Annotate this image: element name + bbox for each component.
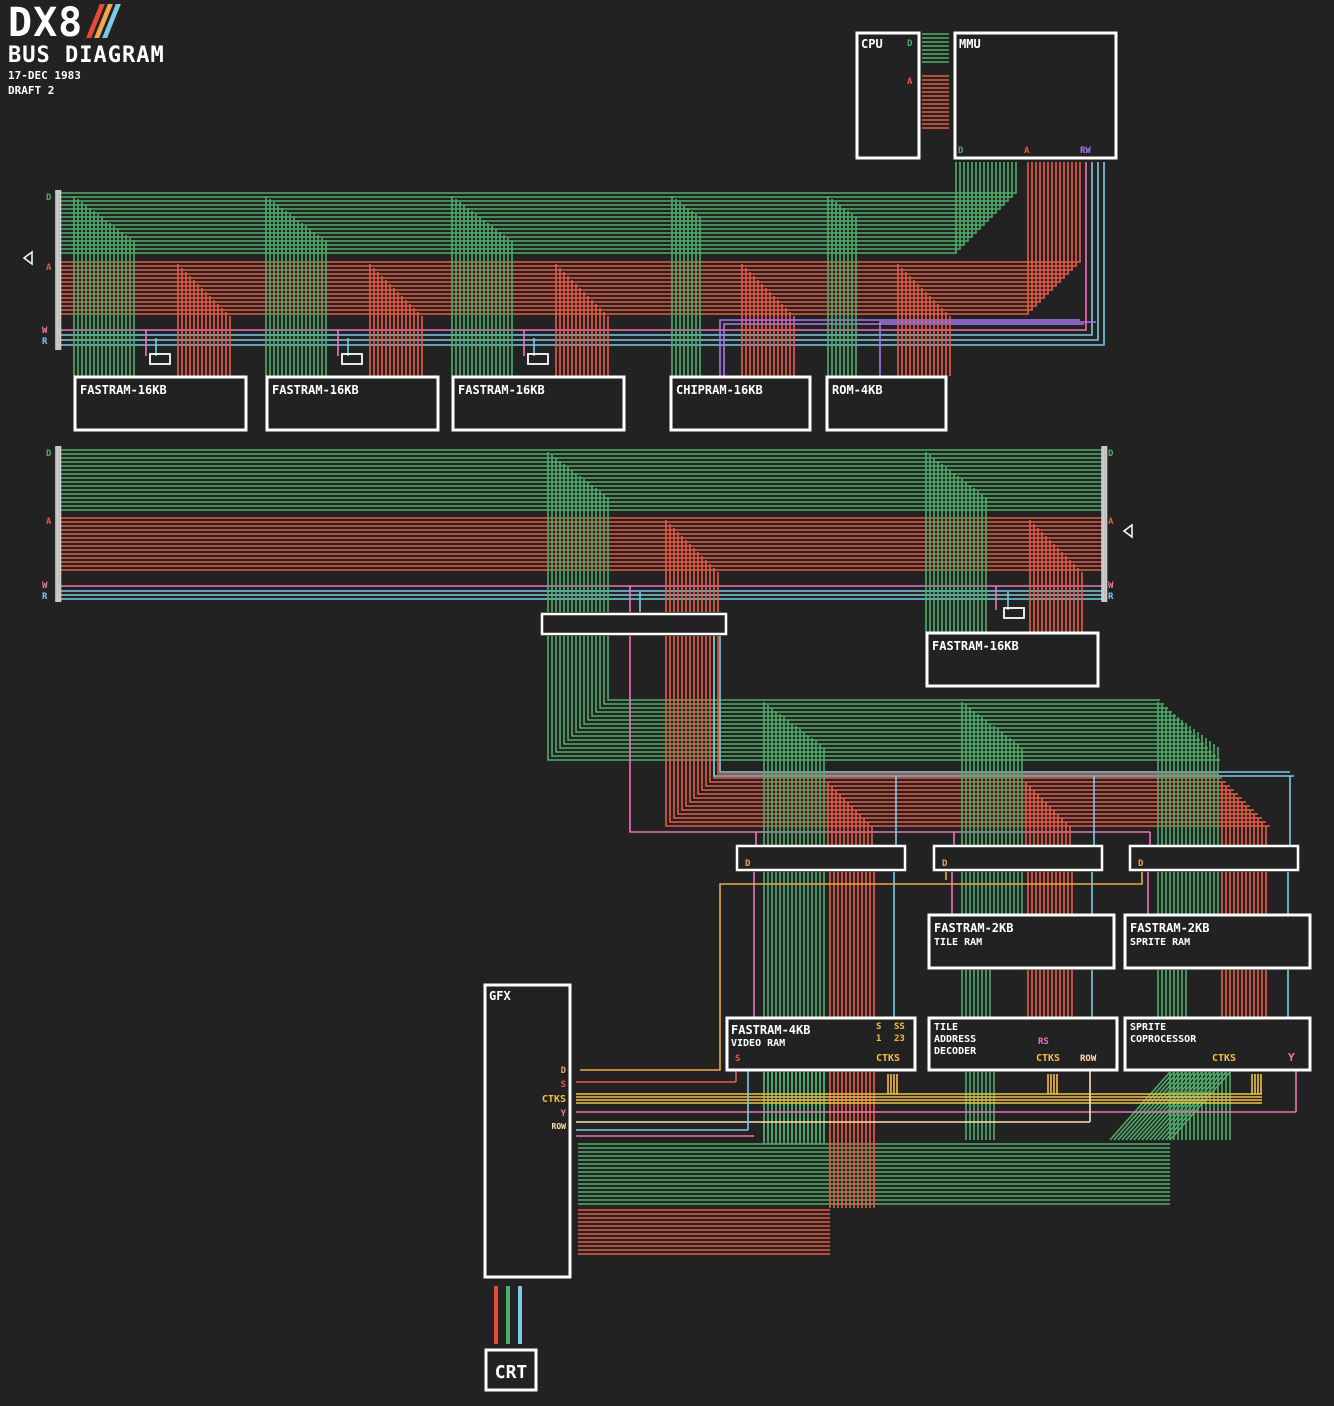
sprite-cop-pin-ctks: CTKS (1212, 1053, 1236, 1064)
buffer-chip-icon (528, 354, 548, 364)
fastram-1-label: FASTRAM-16KB (80, 383, 167, 397)
address-bus-line (58, 162, 1036, 306)
bus-label-address: A (46, 517, 52, 527)
gfx-label: GFX (489, 989, 511, 1003)
sprite-cop-line2: COPROCESSOR (1130, 1034, 1197, 1045)
video-ram-pin-s: S (735, 1054, 740, 1064)
video-ram-pin-23: 23 (894, 1034, 905, 1044)
bus-mux-box (1130, 846, 1298, 870)
green-signal-line (506, 1286, 510, 1344)
address-bus-line (58, 162, 1032, 310)
tile-decoder-pin-rs: RS (1038, 1037, 1049, 1047)
tile-ram-sub: TILE RAM (934, 937, 982, 948)
cpu-pin-a: A (907, 77, 913, 87)
bus-label-read: R (42, 337, 48, 347)
bus-bridge-box (542, 614, 726, 634)
chipram-label: CHIPRAM-16KB (676, 383, 763, 397)
mmu-pin-a: A (1024, 146, 1030, 156)
cpu-box (857, 33, 919, 158)
address-bus-line (58, 162, 1064, 278)
mux-pin-d: D (745, 859, 751, 869)
bus-label-data: D (46, 449, 52, 459)
data-bus-line (58, 162, 1016, 193)
sprite-ram-sub: SPRITE RAM (1130, 937, 1190, 948)
bus-label-data: D (1108, 449, 1114, 459)
buffer-chip-icon (1004, 608, 1024, 618)
data-bus-line (58, 162, 1012, 197)
video-data-bus (576, 636, 1192, 732)
address-bus-line (58, 162, 1040, 302)
bus-label-write: W (42, 581, 48, 591)
bus-label-data: D (46, 193, 52, 203)
address-bus-line (58, 162, 1080, 262)
sprite-cop-pin-y: Y (1288, 1051, 1295, 1064)
bus-arrow-icon (24, 252, 32, 264)
tile-decoder-line1: TILE (934, 1022, 958, 1033)
video-data-bus (556, 636, 1212, 752)
tile-decoder-pin-ctks: CTKS (1036, 1053, 1060, 1064)
sprite-cop-line1: SPRITE (1130, 1022, 1166, 1033)
rom-label: ROM-4KB (832, 383, 883, 397)
bus-label-write: W (42, 326, 48, 336)
bus-label-address: A (46, 263, 52, 273)
bus-label-write: W (1108, 581, 1114, 591)
video-ram-label: FASTRAM-4KB (731, 1023, 810, 1037)
sprite-ram-label: FASTRAM-2KB (1130, 921, 1209, 935)
mmu-box (955, 33, 1116, 158)
address-bus-line (58, 162, 1076, 266)
data-bus-line (58, 162, 1008, 201)
gfx-pin-d: D (561, 1066, 567, 1076)
fastram-3-label: FASTRAM-16KB (458, 383, 545, 397)
gfx-pin-s: S (561, 1080, 566, 1090)
fastram-4-label: FASTRAM-16KB (932, 639, 1019, 653)
bus-label-address: A (1108, 517, 1114, 527)
crt-label: CRT (495, 1362, 528, 1383)
tile-decoder-line3: DECODER (934, 1046, 977, 1057)
mmu-pin-rw: RW (1080, 146, 1091, 156)
video-ram-pin-ctks: CTKS (876, 1053, 900, 1064)
fastram-2-label: FASTRAM-16KB (272, 383, 359, 397)
video-data-bus (552, 636, 1216, 756)
mmu-pin-d: D (958, 146, 964, 156)
bus-mux-box (934, 846, 1102, 870)
wiring-layer (56, 34, 1296, 1344)
video-ram-pin-1: 1 (876, 1034, 881, 1044)
mmu-label: MMU (959, 37, 981, 51)
gfx-pin-row: ROW (552, 1122, 567, 1131)
gfx-box (485, 985, 570, 1277)
bus-mux-box (737, 846, 905, 870)
tile-decoder-line2: ADDRESS (934, 1034, 976, 1045)
video-ram-pin-ss: SS (894, 1022, 905, 1032)
gfx-pin-y: Y (561, 1109, 567, 1119)
address-bus-line (58, 162, 1056, 286)
data-bus-line (58, 162, 1004, 205)
bus-arrow-icon (1124, 525, 1132, 537)
red-signal-line (494, 1286, 498, 1344)
buffer-chip-icon (150, 354, 170, 364)
data-bus-line (58, 162, 980, 229)
tile-ram-label: FASTRAM-2KB (934, 921, 1013, 935)
cpu-pin-d: D (907, 39, 913, 49)
gfx-pin-ctks: CTKS (542, 1094, 566, 1105)
bus-label-read: R (42, 592, 48, 602)
video-data-bus (548, 636, 1220, 760)
mux-pin-d: D (942, 859, 948, 869)
cpu-label: CPU (861, 37, 883, 51)
tile-decoder-pin-row: ROW (1080, 1054, 1097, 1064)
data-bus-line (58, 162, 956, 253)
address-bus-line (58, 162, 1068, 274)
data-bus-line (58, 162, 1000, 209)
blue-signal-line (518, 1286, 522, 1344)
video-ram-pin-s2: S (876, 1022, 881, 1032)
bus-label-read: R (1108, 592, 1114, 602)
address-bus-line (58, 162, 1028, 314)
mux-pin-d: D (1138, 859, 1144, 869)
buffer-chip-icon (342, 354, 362, 364)
video-ram-sub: VIDEO RAM (731, 1038, 785, 1049)
address-bus-line (58, 162, 1060, 282)
